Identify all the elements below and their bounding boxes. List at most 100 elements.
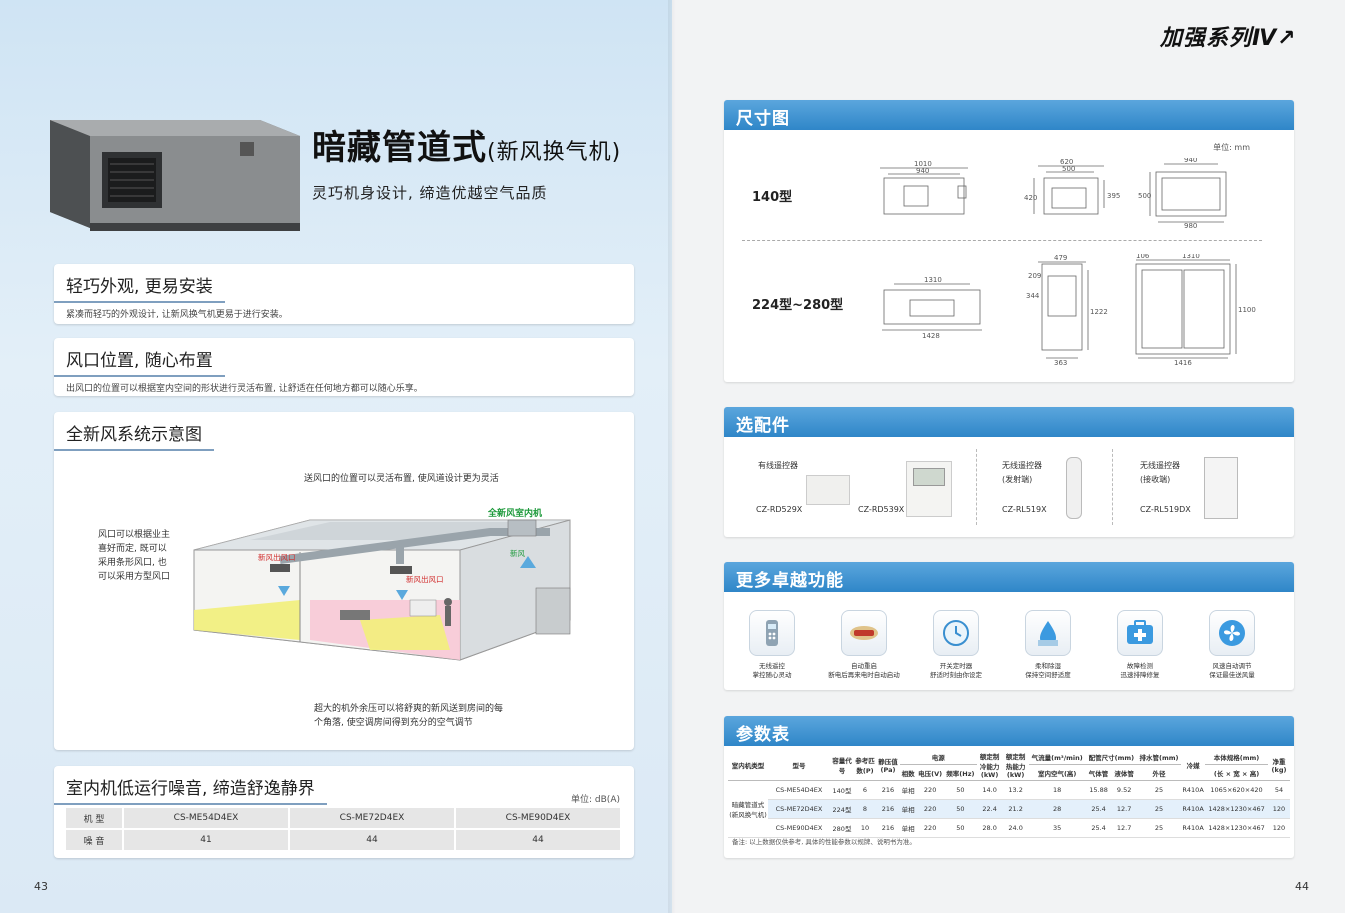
- card-title: 风口位置, 随心布置: [54, 338, 225, 377]
- noise-row-label: 噪 音: [66, 830, 122, 850]
- brand-series-title: 加强系列Ⅳ↗: [1160, 26, 1297, 51]
- dim-value: 1310: [924, 276, 942, 284]
- feature-item: 自动重启断电后再来电时自动启动: [824, 610, 904, 680]
- col-header: 额定制热能力(kW): [1002, 750, 1029, 781]
- dim-value: 420: [1024, 194, 1037, 202]
- hero-title: 暗藏管道式(新风换气机): [312, 128, 622, 168]
- diagnosis-icon: [1117, 610, 1163, 656]
- diagram-label-left: 风口可以根据业主 喜好而定, 既可以 采用条形风口, 也 可以采用方型风口: [98, 530, 171, 582]
- acc-model: CZ-RL519DX: [1140, 505, 1191, 514]
- dimension-model-224-280: 224型~280型: [752, 298, 844, 313]
- noise-table: 机 型 CS-ME54D4EX CS-ME72D4EX CS-ME90D4EX …: [64, 806, 622, 852]
- divider: [1112, 449, 1113, 525]
- col-header: (长 × 宽 × 高): [1205, 764, 1268, 781]
- table-row: 机 型 CS-ME54D4EX CS-ME72D4EX CS-ME90D4EX: [66, 808, 620, 828]
- table-header-row: 相数 电压(V) 频率(Hz) 室内空气(高) 气体管 液体管 外径 (长 × …: [728, 764, 1290, 781]
- type-cell: 暗藏管道式(新风换气机): [728, 780, 768, 838]
- hero-title-sub: (新风换气机): [487, 140, 622, 165]
- dim-value: 980: [1184, 222, 1197, 228]
- col-header: 室内机类型: [728, 750, 768, 781]
- acc-model: CZ-RD539X: [858, 505, 905, 514]
- dim-value: 940: [1184, 158, 1197, 164]
- table-row: 噪 音 41 44 44: [66, 830, 620, 850]
- diagram-outlet-label-2: 新风出风口: [406, 574, 444, 584]
- col-header: 气流量(m³/min): [1028, 750, 1086, 766]
- col-header: 容量代号: [830, 750, 854, 781]
- noise-value: 44: [456, 830, 620, 850]
- noise-model: CS-ME72D4EX: [290, 808, 454, 828]
- accessories-section: 选配件 有线遥控器 CZ-RD529X CZ-RD539X 无线遥控器(发射端)…: [724, 407, 1294, 537]
- col-header: 频率(Hz): [944, 764, 977, 781]
- fresh-air-system-diagram: 新风出风口 新风出风口 新风: [193, 519, 571, 661]
- diagram-label-top: 送风口的位置可以灵活布置, 使风道设计更为灵活: [304, 474, 499, 484]
- divider: [742, 240, 1262, 241]
- spec-table: 室内机类型 型号 容量代号 参考匹数(P) 静压值(Pa) 电源 额定制冷能力(…: [728, 750, 1290, 838]
- divider: [976, 449, 977, 525]
- card-text: 紧凑而轻巧的外观设计, 让新风换气机更易于进行安装。: [66, 310, 288, 320]
- col-header: 型号: [768, 750, 830, 781]
- col-header: 电压(V): [916, 764, 945, 781]
- features-section: 更多卓越功能 无线遥控掌控随心灵动 自动重启断电后再来电时自动启动 开关定时器舒…: [724, 562, 1294, 690]
- dim-value: 500: [1062, 165, 1075, 173]
- feature-card-outlet: 风口位置, 随心布置 出风口的位置可以根据室内空间的形状进行灵活布置, 让舒适在…: [54, 338, 634, 396]
- dimension-drawing-140: 1010 940 620 500 420 395 940 500 980: [880, 158, 1227, 228]
- diagram-outlet-label-1: 新风出风口: [258, 552, 296, 562]
- hero-subtitle: 灵巧机身设计, 缔造优越空气品质: [312, 184, 548, 202]
- section-title: 参数表: [724, 716, 1294, 746]
- wireless-remote-image: [1066, 457, 1082, 519]
- remote-icon: [749, 610, 795, 656]
- card-text: 出风口的位置可以根据室内空间的形状进行灵活布置, 让舒适在任何地方都可以随心乐享…: [66, 384, 423, 394]
- ducted-unit-image: [50, 120, 300, 231]
- feature-item: 风速自动调节保证最佳送风量: [1192, 610, 1272, 680]
- card-title: 室内机低运行噪音, 缔造舒逸静界: [54, 766, 327, 805]
- col-header: 室内空气(高): [1028, 764, 1086, 781]
- parameters-section: 参数表 室内机类型 型号 容量代号 参考匹数(P) 静压值(Pa) 电源 额定制…: [724, 716, 1294, 858]
- acc-model: CZ-RD529X: [756, 505, 803, 514]
- noise-row-label: 机 型: [66, 808, 122, 828]
- card-title: 全新风系统示意图: [54, 412, 214, 451]
- acc-wireless-2-title: 无线遥控器(接收端): [1140, 461, 1180, 484]
- dim-value: 1416: [1174, 359, 1192, 366]
- wired-remote-2-image: [906, 461, 952, 517]
- col-header: 电源: [900, 750, 977, 766]
- dim-value: 344: [1026, 292, 1040, 300]
- receiver-image: [1204, 457, 1238, 519]
- dim-value: 479: [1054, 254, 1067, 262]
- dimension-section: 尺寸图 单位: mm 140型 224型~280型 1010 940 620 5…: [724, 100, 1294, 382]
- diagram-label-bottom: 超大的机外余压可以将舒爽的新风送到房间的每 个角落, 使空调房间得到充分的空气调…: [314, 704, 504, 728]
- section-title: 更多卓越功能: [724, 562, 1294, 592]
- dim-value: 1310: [1182, 254, 1200, 260]
- dim-value: 363: [1054, 359, 1067, 366]
- noise-value: 41: [124, 830, 288, 850]
- section-title: 尺寸图: [724, 100, 1294, 130]
- acc-wired-title: 有线遥控器: [758, 461, 798, 470]
- card-title: 轻巧外观, 更易安装: [54, 264, 225, 303]
- col-header: 冷媒: [1181, 750, 1206, 781]
- timer-icon: [933, 610, 979, 656]
- col-header: 净重(kg): [1268, 750, 1290, 781]
- feature-item: 故障检测迅速排障修复: [1100, 610, 1180, 680]
- dimension-model-140: 140型: [752, 190, 793, 205]
- left-page: 暗藏管道式(新风换气机) 灵巧机身设计, 缔造优越空气品质 轻巧外观, 更易安装…: [0, 0, 672, 913]
- col-header: 本体规格(mm): [1205, 750, 1268, 766]
- page-gutter: [668, 0, 676, 913]
- section-title: 选配件: [724, 407, 1294, 437]
- noise-model: CS-ME54D4EX: [124, 808, 288, 828]
- wired-remote-1-image: [806, 475, 850, 505]
- feature-item: 开关定时器舒适时刻由你设定: [916, 610, 996, 680]
- feature-item: 无线遥控掌控随心灵动: [732, 610, 812, 680]
- noise-unit: 单位: dB(A): [571, 795, 620, 805]
- feature-card-compact: 轻巧外观, 更易安装 紧凑而轻巧的外观设计, 让新风换气机更易于进行安装。: [54, 264, 634, 324]
- fan-icon: [1209, 610, 1255, 656]
- acc-model: CZ-RL519X: [1002, 505, 1047, 514]
- dimension-unit: 单位: mm: [1213, 143, 1250, 152]
- diagram-label-unit: 全新风室内机: [488, 509, 543, 519]
- noise-value: 44: [290, 830, 454, 850]
- noise-model: CS-ME90D4EX: [456, 808, 620, 828]
- col-header: 排水管(mm): [1136, 750, 1182, 766]
- acc-wireless-1-title: 无线遥控器(发射端): [1002, 461, 1042, 484]
- col-header: 相数: [900, 764, 917, 781]
- dim-value: 500: [1138, 192, 1151, 200]
- page-number-left: 43: [34, 880, 48, 893]
